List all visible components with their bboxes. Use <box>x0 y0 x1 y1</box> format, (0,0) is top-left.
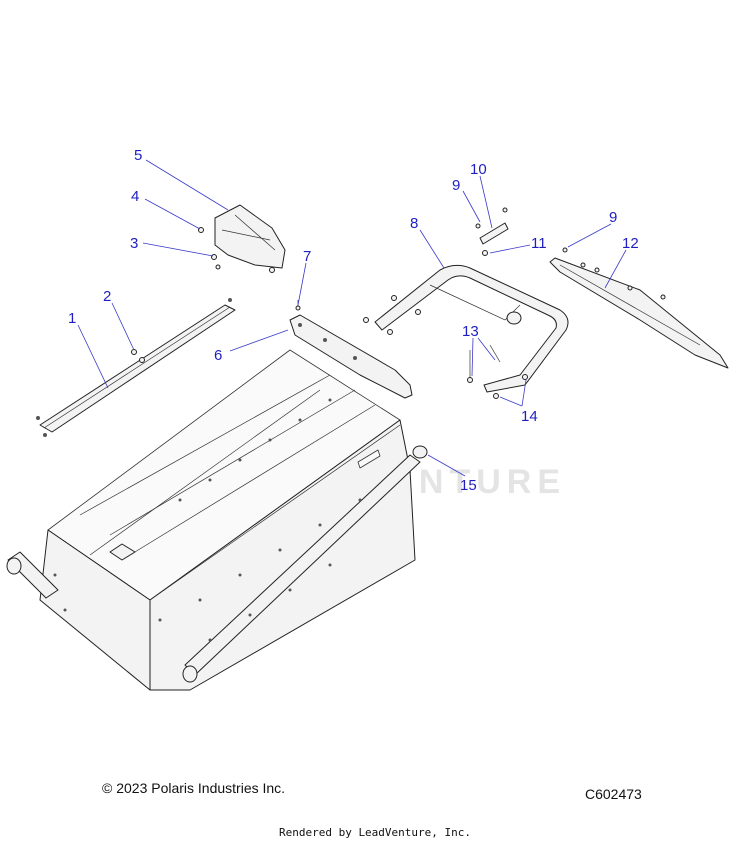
callout-9-right: 9 <box>609 209 617 226</box>
plate-part-12 <box>549 257 729 369</box>
callout-14: 14 <box>521 408 538 425</box>
cover-part-5 <box>198 204 286 273</box>
callout-9-left: 9 <box>452 177 460 194</box>
callout-7: 7 <box>303 248 311 265</box>
callout-15: 15 <box>460 477 477 494</box>
callout-4: 4 <box>131 188 139 205</box>
callout-labels: 1 2 3 4 5 6 7 8 9 9 10 11 12 13 14 15 <box>68 147 639 494</box>
callout-5: 5 <box>134 147 142 164</box>
callout-1: 1 <box>68 310 76 327</box>
callout-12: 12 <box>622 235 639 252</box>
callout-2: 2 <box>103 288 111 305</box>
callout-6: 6 <box>214 347 222 364</box>
callout-8: 8 <box>410 215 418 232</box>
callout-13: 13 <box>462 323 479 340</box>
tube-frame-part-8 <box>363 264 569 393</box>
rendered-by-text: Rendered by LeadVenture, Inc. <box>278 826 472 839</box>
fastener-part-2 <box>131 349 145 363</box>
bracket-part-10 <box>475 207 568 256</box>
copyright-text: © 2023 Polaris Industries Inc. <box>102 780 286 796</box>
bracket-part-6 <box>289 300 413 399</box>
callout-11: 11 <box>531 235 547 252</box>
cargo-box-part <box>6 349 421 691</box>
callout-10: 10 <box>470 161 487 178</box>
callout-3: 3 <box>130 235 138 252</box>
leader-lines <box>77 159 627 477</box>
drawing-code: C602473 <box>585 786 642 802</box>
rail-part-1 <box>36 298 236 437</box>
hardware-parts-13-15 <box>412 344 528 459</box>
